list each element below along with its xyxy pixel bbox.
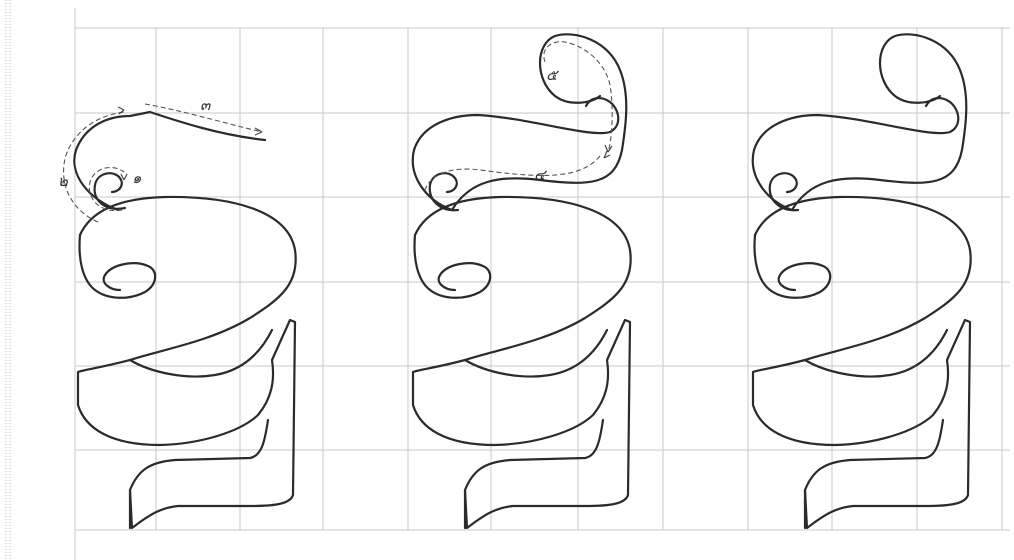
stroke-number-3: ๓: [200, 96, 211, 114]
stroke-number-2: ๒: [58, 172, 68, 190]
stroke-number-1: ๑: [132, 169, 142, 187]
page-binding-edge: [6, 0, 10, 560]
practice-grid: [75, 8, 1010, 560]
stroke-number-5: ๕: [546, 66, 560, 84]
top-stroke-2: [74, 112, 265, 210]
glyph-step-2: ๕ ๔: [413, 34, 631, 528]
glyph-step-1: ๑ ๒ ๓: [58, 96, 296, 528]
glyph-step-3: [753, 34, 971, 528]
